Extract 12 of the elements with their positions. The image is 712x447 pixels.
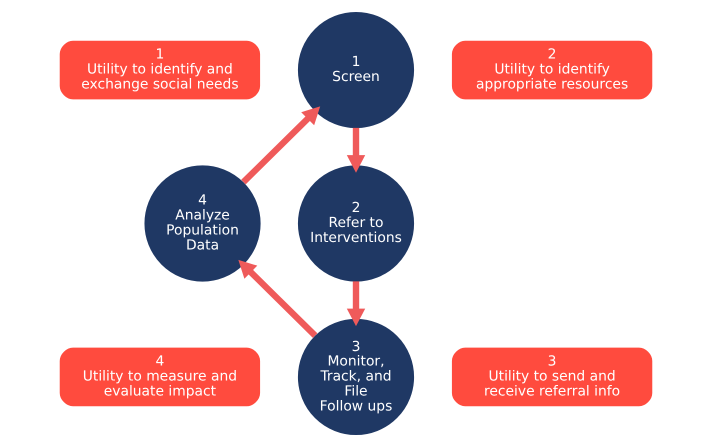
node-circle: 4 Analyze Population Data	[144, 165, 261, 282]
arrow	[241, 106, 320, 184]
node-box: 1 Utility to identify and exchange social needs	[60, 40, 260, 100]
node-circle: 2 Refer to Interventions	[298, 165, 414, 282]
node-circle: 1 Screen	[298, 12, 414, 128]
arrow	[346, 281, 366, 326]
node-box: 3 Utility to send and receive referral info	[452, 348, 652, 406]
arrow	[238, 260, 318, 338]
node-box: 2 Utility to identify appropriate resources	[452, 40, 652, 100]
node-circle: 3 Monitor, Track, and File Follow ups	[298, 318, 414, 436]
arrow	[346, 128, 366, 173]
node-box: 4 Utility to measure and evaluate impact	[60, 348, 260, 406]
